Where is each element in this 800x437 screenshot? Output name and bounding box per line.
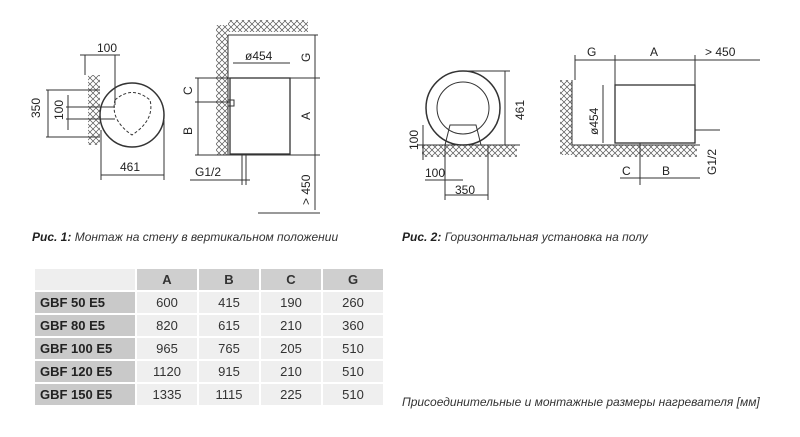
model-cell: GBF 150 E5 <box>35 384 135 405</box>
value-cell: 615 <box>199 315 259 336</box>
svg-text:A: A <box>299 112 313 120</box>
value-cell: 820 <box>137 315 197 336</box>
fig2-side-view <box>560 55 760 185</box>
svg-text:ø454: ø454 <box>245 49 273 63</box>
svg-text:B: B <box>662 164 670 178</box>
value-cell: 225 <box>261 384 321 405</box>
value-cell: 915 <box>199 361 259 382</box>
svg-text:> 450: > 450 <box>705 45 736 59</box>
svg-text:461: 461 <box>120 160 140 174</box>
value-cell: 600 <box>137 292 197 313</box>
svg-text:G: G <box>299 53 313 62</box>
value-cell: 510 <box>323 384 383 405</box>
table-header-row: A B C G <box>35 269 383 290</box>
model-cell: GBF 100 E5 <box>35 338 135 359</box>
svg-text:350: 350 <box>29 98 43 118</box>
value-cell: 210 <box>261 361 321 382</box>
svg-text:350: 350 <box>455 183 475 197</box>
dimension-labels: 100 350 100 461 ø454 G C B A G1/2 > 450 … <box>29 41 736 205</box>
figure2-text: Горизонтальная установка на полу <box>444 230 648 244</box>
svg-text:B: B <box>181 127 195 135</box>
svg-text:100: 100 <box>425 166 445 180</box>
value-cell: 765 <box>199 338 259 359</box>
value-cell: 260 <box>323 292 383 313</box>
svg-text:ø454: ø454 <box>587 107 601 135</box>
figure1-caption: Рис. 1: Монтаж на стену в вертикальном п… <box>32 230 338 244</box>
value-cell: 510 <box>323 338 383 359</box>
value-cell: 1115 <box>199 384 259 405</box>
figure2-label: Рис. 2: <box>402 230 442 244</box>
value-cell: 205 <box>261 338 321 359</box>
header-a: A <box>137 269 197 290</box>
header-b: B <box>199 269 259 290</box>
fig1-side-view <box>190 20 320 214</box>
svg-text:461: 461 <box>513 100 527 120</box>
figure1-label: Рис. 1: <box>32 230 72 244</box>
model-cell: GBF 50 E5 <box>35 292 135 313</box>
svg-text:C: C <box>181 86 195 95</box>
fig1-top-view <box>46 54 165 180</box>
table-caption: Присоединительные и монтажные размеры на… <box>402 395 760 409</box>
svg-text:A: A <box>650 45 658 59</box>
value-cell: 1335 <box>137 384 197 405</box>
header-c: C <box>261 269 321 290</box>
value-cell: 1120 <box>137 361 197 382</box>
value-cell: 190 <box>261 292 321 313</box>
svg-text:G1/2: G1/2 <box>705 149 719 175</box>
fig2-front-view <box>418 70 520 200</box>
value-cell: 210 <box>261 315 321 336</box>
svg-text:100: 100 <box>407 130 421 150</box>
figure1-text: Монтаж на стену в вертикальном положении <box>74 230 339 244</box>
model-cell: GBF 120 E5 <box>35 361 135 382</box>
figure2-caption: Рис. 2: Горизонтальная установка на полу <box>402 230 648 244</box>
svg-text:100: 100 <box>97 41 117 55</box>
svg-text:100: 100 <box>52 100 66 120</box>
value-cell: 415 <box>199 292 259 313</box>
svg-text:G1/2: G1/2 <box>195 165 221 179</box>
svg-text:G: G <box>587 45 596 59</box>
value-cell: 510 <box>323 361 383 382</box>
svg-text:> 450: > 450 <box>299 174 313 205</box>
model-cell: GBF 80 E5 <box>35 315 135 336</box>
value-cell: 360 <box>323 315 383 336</box>
header-g: G <box>323 269 383 290</box>
value-cell: 965 <box>137 338 197 359</box>
header-blank <box>35 269 135 290</box>
svg-text:C: C <box>622 164 631 178</box>
